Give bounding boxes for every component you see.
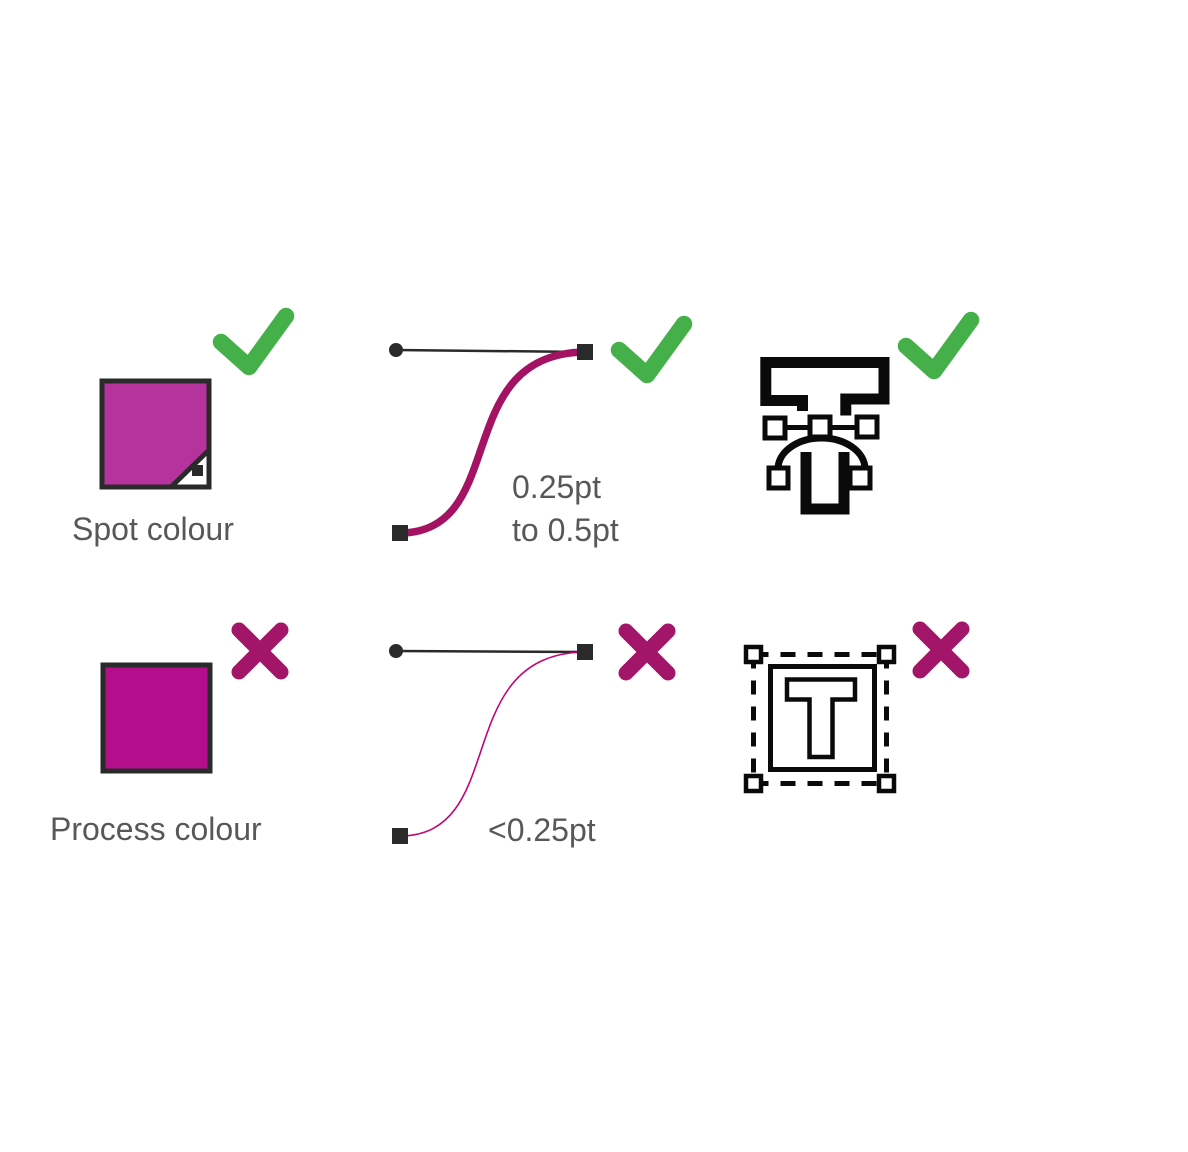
anchor-square <box>392 828 408 844</box>
check-icon <box>212 307 295 376</box>
bezier-handle-line <box>395 649 586 654</box>
anchor-square <box>392 525 408 541</box>
spot-colour-square <box>99 378 212 490</box>
anchor-square <box>577 344 593 360</box>
text-outlines-icon <box>760 357 890 515</box>
cross-icon <box>618 623 676 681</box>
anchor-square <box>577 644 593 660</box>
process-colour-swatch-icon <box>100 662 213 774</box>
anchor-handle <box>762 415 788 441</box>
bezier-arc <box>774 434 869 470</box>
t-stem-outline <box>800 452 850 515</box>
anchor-handle <box>766 465 791 491</box>
anchor-handle <box>854 414 880 440</box>
folded-corner <box>164 444 212 490</box>
handle-dot <box>389 644 403 658</box>
spot-colour-swatch-icon <box>99 378 212 490</box>
handle-dot <box>389 343 403 357</box>
bezier-curve-ok-icon <box>389 343 593 541</box>
cross-icon <box>231 622 289 680</box>
selection-handle <box>876 773 897 794</box>
stroke-width-ok-label: 0.25pt to 0.5pt <box>512 469 619 548</box>
t-glyph-outline <box>784 677 858 760</box>
selection-handle <box>876 644 897 665</box>
spot-colour-label: Spot colour <box>72 511 234 547</box>
anchor-handle <box>847 465 873 491</box>
live-text-icon <box>743 644 897 794</box>
curve-path-thin <box>400 651 585 837</box>
folded-corner-dot <box>192 465 203 476</box>
check-icon <box>610 315 693 384</box>
bezier-curve-thin-icon <box>389 644 593 844</box>
process-colour-square <box>100 662 213 774</box>
anchor-handle <box>807 414 833 440</box>
stroke-width-bad-label: <0.25pt <box>488 812 596 848</box>
cross-icon <box>912 621 970 679</box>
selection-handle <box>743 644 764 665</box>
t-bar-outline <box>760 357 890 416</box>
curve-path-ok <box>400 348 585 537</box>
bezier-handle-line <box>395 348 586 354</box>
process-colour-label: Process colour <box>50 811 262 847</box>
check-icon <box>897 311 980 380</box>
selection-handle <box>743 773 764 794</box>
